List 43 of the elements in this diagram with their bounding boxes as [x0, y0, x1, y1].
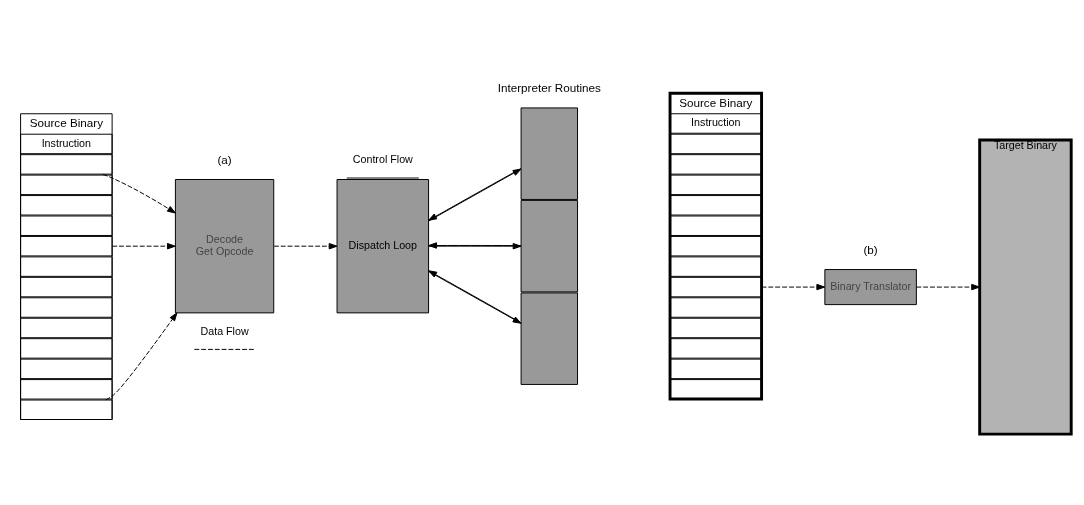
- legend-label: Control Flow: [352, 152, 413, 165]
- node-box: Instruction: [20, 133, 113, 154]
- node-box: [669, 153, 763, 175]
- node-box: Decode Get Opcode: [174, 178, 275, 313]
- node-box: [20, 399, 113, 420]
- arrow: [273, 242, 338, 249]
- arrow: [112, 242, 176, 249]
- node-box: [520, 106, 579, 200]
- node-box: [520, 291, 579, 385]
- node-box: [669, 235, 763, 256]
- node-box: [20, 255, 113, 277]
- node-box: [669, 337, 763, 359]
- node-box: [520, 199, 579, 292]
- node-box: [669, 276, 763, 297]
- arrow: [105, 311, 178, 400]
- node-box: [20, 358, 113, 379]
- arrow: [916, 283, 980, 290]
- node-box: [669, 358, 763, 379]
- node-box: [669, 255, 763, 277]
- arrow: [761, 283, 826, 290]
- node-box: [20, 337, 113, 359]
- node-box: [669, 194, 763, 215]
- node-box: [20, 296, 113, 318]
- node-box: [20, 194, 113, 215]
- label: (b): [863, 242, 878, 256]
- node-box: [669, 174, 763, 195]
- node-box: Binary Translator: [824, 268, 917, 305]
- node-box: Target Binary: [978, 138, 1073, 436]
- node-box: [20, 378, 113, 400]
- node-box: [20, 276, 113, 297]
- node-box: [669, 215, 763, 236]
- legend-label: Data Flow: [200, 324, 249, 337]
- label: Interpreter Routines: [497, 80, 601, 94]
- node-box: [669, 296, 763, 318]
- node-box: [669, 317, 763, 338]
- node-box: [20, 174, 113, 195]
- node-box: [20, 153, 113, 175]
- node-box: [20, 215, 113, 236]
- node-box: [20, 235, 113, 256]
- label: (a): [217, 152, 232, 166]
- node-box: Instruction: [669, 112, 763, 134]
- node-box: [669, 133, 763, 154]
- node-box: [20, 317, 113, 338]
